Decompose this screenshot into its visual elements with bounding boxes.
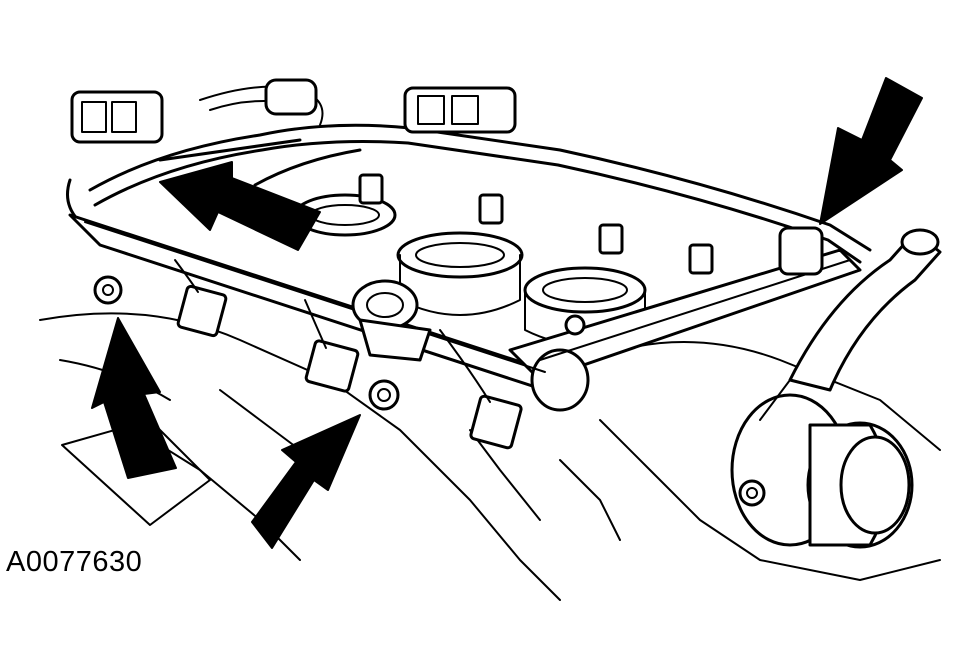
fuel-pressure-sensor: [351, 279, 432, 362]
fuel-rail: [68, 213, 862, 412]
arrow-upper-right: [819, 77, 923, 225]
arrow-lower-center: [251, 414, 361, 549]
figure-id: A0077630: [6, 546, 143, 578]
arrow-lower-left: [91, 317, 177, 479]
arrow-upper-left: [159, 161, 321, 251]
thermostat-housing: [730, 393, 914, 549]
fuel-rail-bolts: [93, 275, 586, 411]
callout-arrows: [91, 77, 923, 549]
harness-connectors: [70, 78, 517, 144]
harness-retainer: [778, 226, 824, 276]
coolant-tube: [759, 228, 942, 421]
fuel-injectors: [174, 173, 714, 450]
